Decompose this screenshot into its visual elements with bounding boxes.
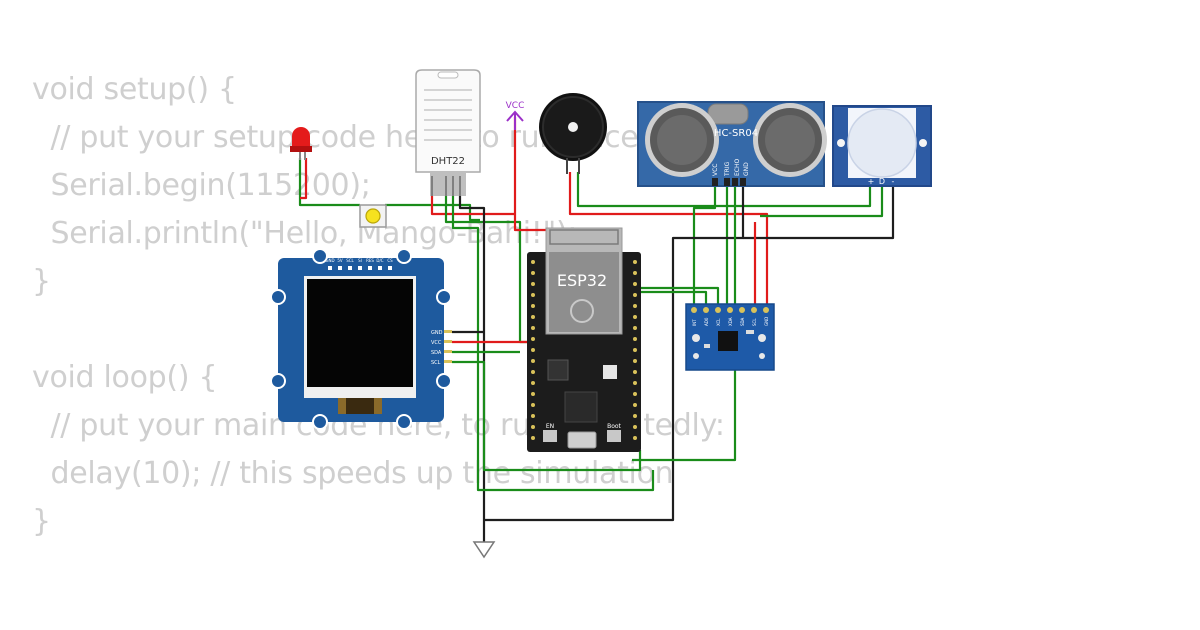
code-line: } [32, 264, 51, 299]
oled-top-pin-label: GND [325, 258, 334, 263]
wire-pir-green[interactable] [760, 186, 884, 218]
pushbutton[interactable] [359, 204, 387, 228]
oled-pin-label: VCC [431, 340, 442, 346]
mpu-pin-label: XDA [728, 317, 733, 326]
oled-top-pin-label: SCL [346, 258, 354, 263]
buzzer[interactable] [539, 93, 607, 174]
wire-hc-black[interactable] [484, 186, 745, 522]
boot-label: Boot [607, 423, 621, 430]
oled-top-pin-label: RES [366, 258, 374, 263]
wire-pir-black[interactable] [743, 186, 895, 240]
code-line: void setup() { [32, 72, 237, 107]
vcc-symbol[interactable]: VCC [506, 101, 525, 130]
esp32-pins-left [531, 260, 535, 440]
wire-mpu-green[interactable] [640, 290, 708, 305]
oled-top-pin-label: 5V [337, 258, 343, 263]
mpu-chip [718, 331, 738, 351]
hc-pin-label: VCC [712, 164, 719, 176]
wire-led-red[interactable] [300, 158, 308, 200]
en-button[interactable] [543, 430, 557, 442]
code-line: delay(10); // this speeds up the simulat… [32, 456, 674, 491]
wire-dht-black[interactable] [458, 196, 486, 520]
mpu-pin-label: AD0 [704, 317, 709, 326]
esp32-label: ESP32 [557, 271, 607, 290]
wire-button-green[interactable] [385, 203, 480, 222]
esp32-regulator [547, 359, 569, 381]
mpu-pin-label: SDA [740, 317, 745, 326]
oled-pin-label: GND [431, 330, 443, 336]
usb-port [567, 431, 597, 449]
wire-hc-green1[interactable] [692, 186, 717, 305]
code-line: void loop() { [32, 360, 218, 395]
oled-screen [307, 279, 413, 387]
transducer-right [753, 103, 827, 177]
hc-pin-label: TRIG [724, 161, 731, 177]
esp32-chip [564, 391, 598, 423]
oled-top-pin-label: D/C [376, 258, 383, 263]
oled-pin-label: SDA [431, 350, 442, 356]
hc-pin-label: ECHO [734, 159, 741, 176]
wire-buzzer-green[interactable] [576, 172, 872, 208]
mpu6050-module[interactable]: INT AD0 XCL XDA SDA SCL GND [685, 303, 775, 371]
espressif-logo-icon [570, 299, 594, 323]
dht-label: DHT22 [431, 156, 465, 167]
code-line: Serial.println("Hello, Mango-Bahi!"); [32, 216, 578, 251]
pir-pin-label: D [879, 177, 885, 186]
dht22-sensor[interactable]: DHT22 [415, 69, 481, 196]
wire-dht-green[interactable] [444, 196, 530, 344]
wire-mpu-green2[interactable] [632, 286, 720, 305]
wire-dht-red[interactable] [430, 196, 515, 216]
pir-sensor[interactable]: + D - [832, 105, 932, 187]
dht-grill [424, 89, 472, 141]
wire-oled-green2[interactable] [452, 360, 642, 472]
hcsr04-ultrasonic[interactable]: HC-SR04 VCC TRIG ECHO GND [637, 101, 827, 187]
vcc-label: VCC [506, 101, 525, 111]
wire-led-green[interactable] [298, 158, 360, 207]
wire-buzzer-red[interactable] [568, 172, 769, 305]
mpu-pin-label: INT [692, 319, 697, 326]
wire-hc-green3[interactable] [632, 186, 737, 462]
code-line: Serial.begin(115200); [32, 168, 371, 203]
hcsr04-label: HC-SR04 [714, 128, 758, 139]
esp32-led [603, 365, 617, 379]
mpu-pin-label: SCL [752, 318, 757, 326]
wires [298, 117, 895, 542]
oled-top-pin-label: CS [387, 258, 393, 263]
oled-top-header [328, 266, 392, 270]
pir-pin-label: - [892, 177, 895, 186]
pir-pin-label: + [868, 177, 875, 186]
hc-pin-label: GND [743, 162, 750, 176]
oled-top-pin-label: SI [358, 258, 362, 263]
ground-symbol[interactable] [472, 541, 496, 559]
wire-vcc-red[interactable] [513, 117, 546, 232]
mpu-pin-label: XCL [716, 318, 721, 326]
wire-dht-green2[interactable] [451, 196, 655, 492]
en-label: EN [546, 423, 554, 430]
transducer-left [645, 103, 719, 177]
mpu-pin-label: GND [764, 317, 769, 326]
oled-pin-label: SCL [431, 360, 441, 366]
boot-button[interactable] [607, 430, 621, 442]
esp32-board[interactable]: ESP32 EN Boot [527, 227, 641, 452]
esp32-pins-right [633, 260, 637, 440]
oled-display[interactable]: GND 5V SCL SI RES D/C CS GND VCC SDA SCL [270, 248, 452, 430]
led-red[interactable] [290, 127, 312, 160]
code-line: } [32, 504, 51, 539]
